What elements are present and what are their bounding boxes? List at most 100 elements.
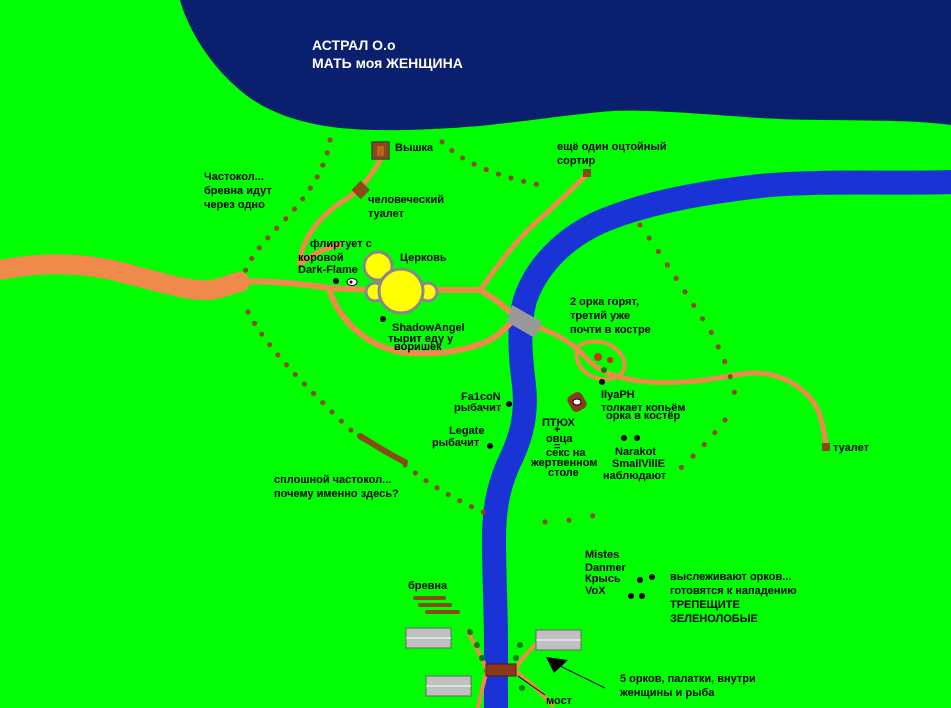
orc-camp-dots xyxy=(467,367,607,691)
east-toilet-marker xyxy=(822,443,830,451)
ne-toilet-marker xyxy=(583,169,591,177)
church-tower xyxy=(362,250,394,282)
mistes-dot xyxy=(637,577,643,583)
sea xyxy=(180,0,951,131)
tent xyxy=(425,675,472,697)
label-narakot-3: наблюдают xyxy=(603,470,667,482)
church-main xyxy=(377,267,425,315)
palisade-nw xyxy=(242,137,333,275)
camp-dot xyxy=(479,655,485,661)
road-tower-branch xyxy=(297,242,343,268)
danmer-dot xyxy=(649,574,655,580)
vox-dot xyxy=(639,593,645,599)
label-toilet-other-1: ещё один оцтойный xyxy=(557,141,667,153)
road-west xyxy=(0,254,250,301)
label-solid-2: почему именно здесь? xyxy=(274,488,399,500)
label-ilya-3: орка в костёр xyxy=(606,410,680,422)
south-bridge xyxy=(485,663,517,677)
characters xyxy=(333,278,655,599)
tents xyxy=(405,627,582,697)
cow-spot xyxy=(349,280,353,284)
label-orc-camp-1: 5 орков, палатки, внутри xyxy=(620,673,756,685)
road-to-ne-toilet xyxy=(477,172,589,293)
ilyaph-dot xyxy=(599,379,605,385)
label-tremble-2: ЗЕЛЕНОЛОБЫЕ xyxy=(670,613,758,625)
palisade-east xyxy=(637,222,738,398)
label-mistes-2: Danmer xyxy=(585,562,627,574)
legate-dot xyxy=(487,443,493,449)
label-tremble-1: ТРЕПЕЩИТЕ xyxy=(670,599,740,611)
shadowangel-dot xyxy=(380,316,386,322)
dark-flame-dot xyxy=(333,278,339,284)
label-orc-camp-2: женщины и рыба xyxy=(619,687,715,699)
label-flirt-1: флиртует с xyxy=(310,238,372,250)
logs xyxy=(413,596,460,614)
label-ptyukh-2: + xyxy=(554,424,560,436)
camp-dot xyxy=(517,642,523,648)
label-track-1: выслеживают орков... xyxy=(670,571,791,583)
road-main xyxy=(237,278,373,293)
label-palisade-1: Частокол... xyxy=(204,171,264,183)
tent xyxy=(405,627,452,649)
camp-dot xyxy=(601,367,607,373)
watchtower xyxy=(371,141,390,160)
label-narakot-2: SmallVillE xyxy=(612,458,665,470)
label-mistes-1: Mistes xyxy=(585,549,619,561)
tent xyxy=(535,629,582,651)
palisades xyxy=(242,137,738,525)
altar-sheep-icon xyxy=(572,398,582,406)
label-palisade-3: через одно xyxy=(204,199,265,211)
label-logs: бревна xyxy=(408,580,448,592)
label-legate-2: рыбачит xyxy=(432,437,480,449)
label-ptyukh-1: ПТЮХ xyxy=(542,417,576,429)
label-ptyukh-6: жертвенном xyxy=(530,457,597,469)
road-to-tower xyxy=(297,157,383,268)
label-orcs-fire-2: третий уже xyxy=(570,310,630,322)
church xyxy=(362,250,439,315)
human-toilet-marker xyxy=(351,180,370,200)
camp-dot xyxy=(474,642,480,648)
label-palisade-2: бревна идут xyxy=(204,185,272,197)
narakot-dot xyxy=(621,435,627,441)
palisade-sw xyxy=(245,309,368,443)
label-ptyukh-5: секс на xyxy=(546,447,586,459)
label-shadow-3: воришек xyxy=(394,341,442,353)
camp-dot xyxy=(513,655,519,661)
falcon-dot xyxy=(506,401,512,407)
arrow-head-icon xyxy=(546,657,568,673)
label-toilet-other-2: сортир xyxy=(557,155,596,167)
label-orcs-fire-1: 2 орка горят, xyxy=(570,296,639,308)
label-church: Церковь xyxy=(400,252,447,264)
label-falcon-1: Fa1coN xyxy=(461,391,501,403)
krys-dot xyxy=(628,593,634,599)
road-loop-south xyxy=(327,289,518,357)
label-orcs-fire-3: почти в костре xyxy=(570,324,651,336)
fire-icon xyxy=(594,353,602,361)
label-mistes-4: VoX xyxy=(585,585,606,597)
label-toilet-human-1: человеческий xyxy=(368,194,444,206)
cow-icon xyxy=(346,278,358,286)
road-fire-loop xyxy=(574,339,627,382)
title-line-2: МАТЬ моя ЖЕНЩИНА xyxy=(312,55,463,71)
label-bridge: мост xyxy=(546,695,573,707)
label-ptyukh-3: овца xyxy=(546,433,573,445)
label-ilya-2: толкает копьём xyxy=(601,402,685,414)
altar xyxy=(567,392,587,412)
campfire xyxy=(594,353,613,363)
label-flirt-2: коровой xyxy=(298,252,344,264)
palisade-solid xyxy=(357,433,408,465)
label-ptyukh-4: = xyxy=(554,441,560,453)
label-toilet-east: туалет xyxy=(833,442,870,454)
tower-inner xyxy=(377,146,384,156)
label-legate-1: Legate xyxy=(449,425,484,437)
title-line-1: АСТРАЛ О.о xyxy=(312,37,396,53)
label-track-2: готовятся к нападению xyxy=(670,585,797,597)
arrow-line xyxy=(559,665,606,689)
label-tower: Вышка xyxy=(395,142,434,154)
central-bridge xyxy=(507,305,542,338)
camp-dot xyxy=(467,629,473,635)
river xyxy=(481,170,951,708)
burning-orc-dot xyxy=(607,357,613,363)
label-shadow-1: ShadowAngel xyxy=(392,322,465,334)
